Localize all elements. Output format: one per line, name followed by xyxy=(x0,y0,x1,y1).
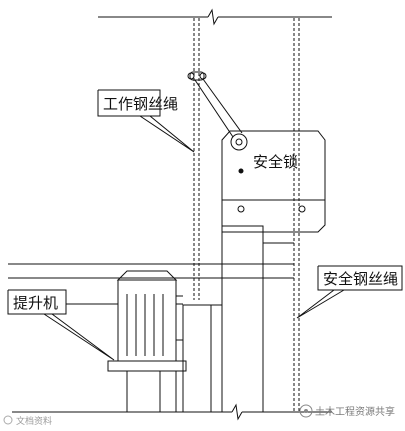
label-working-rope: 工作钢丝绳 xyxy=(103,95,178,113)
lock-swing-arm xyxy=(194,78,243,138)
bottom-break-line xyxy=(12,403,332,421)
callout-safety-rope xyxy=(296,265,403,319)
safety-lock-body xyxy=(221,130,326,233)
watermark-right: 土木工程资源共享 xyxy=(299,404,395,418)
watermark-left: 文档资料 xyxy=(3,415,52,427)
callout-working-rope xyxy=(97,89,195,153)
working-wire-rope xyxy=(193,18,200,300)
lock-mount-column xyxy=(221,225,294,412)
callout-hoist xyxy=(7,289,115,361)
label-safety-lock: 安全锁 xyxy=(253,153,298,171)
label-hoist: 提升机 xyxy=(13,294,58,312)
platform-frame xyxy=(182,304,223,413)
watermark-left-text: 文档资料 xyxy=(16,415,52,427)
label-safety-rope: 安全钢丝绳 xyxy=(323,270,398,288)
top-break-line xyxy=(98,8,332,26)
safety-wire-rope xyxy=(293,18,300,411)
watermark-right-text: 土木工程资源共享 xyxy=(315,405,395,418)
hoist-machine xyxy=(107,270,187,412)
